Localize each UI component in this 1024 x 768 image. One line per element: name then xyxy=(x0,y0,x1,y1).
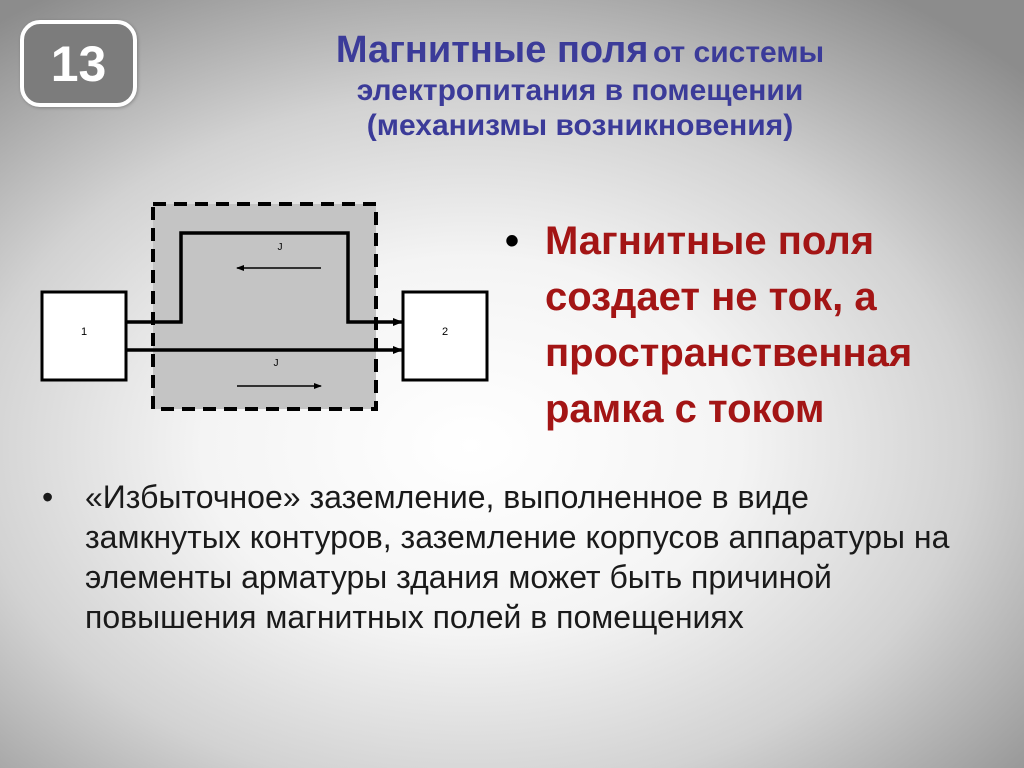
highlight-text: Магнитные поля создает не ток, а простра… xyxy=(545,219,913,431)
highlight-bullet: • Магнитные поля создает не ток, а прост… xyxy=(505,213,985,437)
bullet-marker: • xyxy=(42,479,54,515)
device-box-2 xyxy=(401,290,489,382)
slide-title: Магнитные поля от системы электропитания… xyxy=(230,28,930,144)
main-bullet-text: «Избыточное» заземление, выполненное в в… xyxy=(85,479,950,635)
bullet-marker: • xyxy=(505,219,520,263)
device-box-1 xyxy=(40,290,128,382)
slide-number-badge: 13 xyxy=(20,20,137,107)
upper-conductor xyxy=(126,231,403,326)
title-line-2: электропитания в помещении xyxy=(356,73,804,107)
loop-area-frame xyxy=(151,202,378,411)
title-rest: от системы xyxy=(652,36,825,69)
box-2-label: 2 xyxy=(442,326,448,338)
slide-number: 13 xyxy=(50,35,107,92)
title-line-3: (механизмы возникновения) xyxy=(366,109,794,143)
current-label-top: J xyxy=(278,242,283,253)
title-line-1: Магнитные поля от системы xyxy=(230,28,930,73)
title-main: Магнитные поля xyxy=(335,29,649,71)
box-1-label: 1 xyxy=(81,326,87,338)
current-label-bottom: J xyxy=(274,358,279,369)
main-bullet: • «Избыточное» заземление, выполненное в… xyxy=(42,477,962,637)
